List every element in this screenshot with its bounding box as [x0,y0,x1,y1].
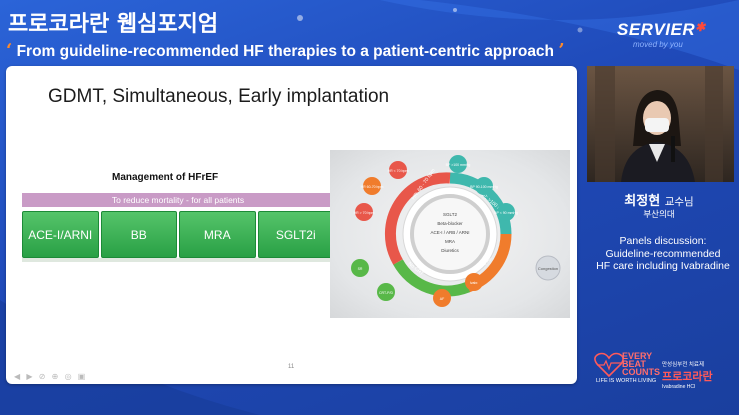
satellite-congestion [535,255,561,281]
center-circle [410,194,490,274]
every-beat-tagline: LIFE IS WORTH LIVING [596,378,657,384]
center-line-2: Beta-blocker [437,221,463,226]
microphone-icon [671,136,675,162]
procoralan-category: 만성심부전 치료제 [662,362,705,368]
drug-box-ace: ACE-I/ARNI [22,211,99,258]
every-beat-logo: EVERY BEAT COUNTS LIFE IS WORTH LIVING [594,352,660,386]
every-beat-line-1: EVERY [622,351,653,361]
drug-box-mra: MRA [179,211,256,258]
brand-tagline: moved by you [633,40,683,49]
panel-line-2: Guideline-recommended [605,247,721,260]
satellite-bp-2 [475,177,493,195]
center-line-1: SGLT2 [443,212,457,217]
satellite-crt [377,283,395,301]
panel-line-1: Panels discussion: [619,235,707,247]
satellite-label-bp-1: BP >100 mmHg [446,163,471,167]
satellite-label-bp-3: BP < 90 mmHg [494,211,518,215]
ring-segment-bp [449,172,512,235]
gdmt-diagram-svg: SGLT2 Beta-blocker ACE-I / ARB / ARNI MR… [351,155,561,307]
star-icon: ✱ [695,20,706,34]
satellite-label-congestion: Congestion [538,266,558,271]
satellite-label-bp-2: BP 90-100 mmHg [470,185,498,189]
center-line-3: ACE-I / ARB / ARNI [430,230,469,235]
drug-box-bb: BB [100,211,177,258]
page-subtitle: ‘ From guideline-recommended HF therapie… [6,40,565,61]
hfref-title: Management of HFrEF [112,172,219,183]
satellite-label-sr: SR [358,267,363,271]
drug-row-shadow [22,258,334,262]
satellite-hr-3 [355,203,373,221]
satellite-label-hr-2: HR 60-70 bpm [361,185,384,189]
panel-line-3: HF care including Ivabradine [596,260,730,272]
drug-row: ACE-I/ARNI BB MRA SGLT2i [22,211,334,258]
presentation-slide: GDMT, Simultaneous, Early implantation M… [6,66,577,384]
gdmt-diagram: SGLT2 Beta-blocker ACE-I / ARB / ARNI MR… [330,150,570,318]
satellite-label-ivabr: Ivabr. [470,281,479,285]
speaker-affiliation: 부산의대 [643,209,675,219]
procoralan-generic: Ivabradine HCl [662,384,696,390]
speaker-figure [587,66,734,182]
speaker-name-text: 최정현 [624,194,661,209]
satellite-label-hr-1: HR < 70 bpm [388,169,409,173]
slide-page-number: 11 [288,364,295,370]
satellite-hr-1 [389,161,407,179]
satellite-af [433,289,451,307]
satellite-label-crt: CRT-P/D [379,291,393,295]
slide-title: GDMT, Simultaneous, Early implantation [48,86,390,107]
every-beat-line-2: BEAT [622,359,646,369]
mortality-bar: To reduce mortality - for all patients [22,193,334,207]
procoralan-logo: 만성심부전 치료제 프로코라란 Ivabradine HCl [662,360,738,390]
speaker-honorific: 교수님 [664,196,694,208]
satellite-label-hr-3: HR > 70 bpm [354,211,375,215]
center-line-4: MRA [445,239,455,244]
face-mask [645,118,669,132]
every-beat-line-3: COUNTS [622,367,660,377]
satellite-sr [351,259,369,277]
speaker-video [587,66,734,182]
speaker-name: 최정현 교수님 [589,190,729,209]
drug-box-sglt2i: SGLT2i [257,211,334,258]
heart-icon [594,352,624,378]
quote-close: ’ [558,40,565,61]
ring-segment-crt [393,259,471,297]
servier-logo: SERVIER✱ [617,20,706,40]
slide-controls[interactable]: ◀ ▶ ⊘ ⊕ ◎ ▣ [14,372,88,381]
satellite-label-af: AF [440,297,444,301]
every-beat-text: EVERY BEAT COUNTS [622,351,660,377]
satellite-bp-1 [449,155,467,173]
jacket-shape [621,142,695,182]
page-title: 프로코라란 웹심포지엄 [8,12,219,37]
procoralan-name: 프로코라란 [662,370,713,383]
ring-segment-hr [384,172,451,265]
satellite-hr-2 [363,177,381,195]
subtitle-text: From guideline-recommended HF therapies … [16,43,555,60]
satellite-bp-3 [497,203,515,221]
panel-discussion-text: Panels discussion: Guideline-recommended… [589,235,737,273]
brand-name: SERVIER [617,20,696,39]
satellite-ivabr [465,273,483,291]
center-line-5: Diuretics [441,248,459,253]
quote-open: ‘ [6,40,13,61]
